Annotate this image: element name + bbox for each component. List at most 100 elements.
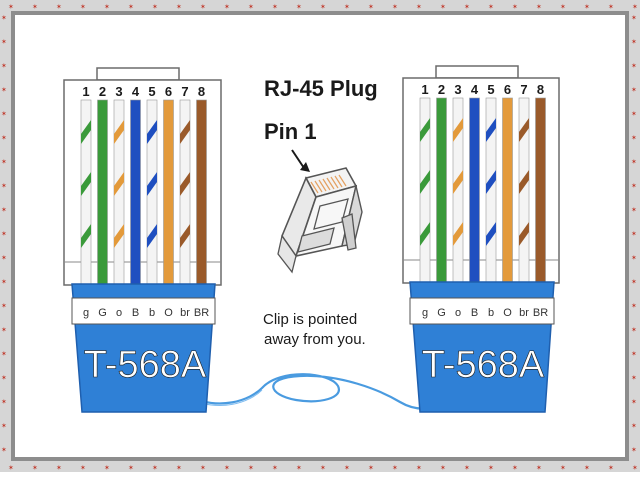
left-pin-number: 4 <box>132 84 140 99</box>
right-wire-stripe <box>420 170 430 194</box>
right-pin-number: 6 <box>504 82 511 97</box>
frame-mark: ✶ <box>128 464 134 472</box>
frame-mark: ✶ <box>1 206 7 214</box>
left-pin-number: 6 <box>165 84 172 99</box>
pin-1-label: Pin 1 <box>264 119 317 144</box>
right-wire-code: br <box>519 307 529 319</box>
left-wire-stripe <box>81 172 91 196</box>
right-wire-stripe <box>519 222 529 246</box>
frame-mark: ✶ <box>1 134 7 142</box>
right-wire-stripe <box>486 118 496 142</box>
frame-mark: ✶ <box>631 350 637 358</box>
frame-mark: ✶ <box>631 398 637 406</box>
left-pin-number: 7 <box>181 84 188 99</box>
left-code-strip <box>71 297 216 325</box>
frame-mark: ✶ <box>632 464 638 472</box>
frame-mark: ✶ <box>631 206 637 214</box>
frame-mark: ✶ <box>80 3 86 11</box>
left-wire-code: b <box>149 307 155 319</box>
frame-mark: ✶ <box>632 3 638 11</box>
right-standard-label: T-568A <box>422 344 545 386</box>
frame-mark: ✶ <box>464 464 470 472</box>
right-wire-stripe <box>453 170 463 194</box>
frame-mark: ✶ <box>128 3 134 11</box>
frame-mark: ✶ <box>1 422 7 430</box>
frame-mark: ✶ <box>608 3 614 11</box>
frame-mark: ✶ <box>560 3 566 11</box>
left-standard-label: T-568A <box>84 344 207 386</box>
right-wire-stripe <box>453 118 463 142</box>
left-wire-stripe <box>147 120 157 144</box>
frame-mark: ✶ <box>248 3 254 11</box>
frame-marks: ✶ ✶ ✶ ✶ ✶ ✶ ✶ ✶ ✶ ✶ ✶ ✶ ✶ ✶ ✶ ✶ ✶ ✶ ✶ ✶ ✶ ✶ ✶ ✶ ✶ ✶ ✶ ✶ ✶ ✶ ✶ ✶ ✶ ✶ ✶ ✶ ✶ ✶ ✶ ✶… <box>1 3 638 472</box>
frame-mark: ✶ <box>1 62 7 70</box>
left-wire-group <box>80 99 207 286</box>
frame-mark: ✶ <box>320 3 326 11</box>
right-pin-number: 5 <box>487 82 494 97</box>
left-wire-blue <box>130 99 141 286</box>
frame-mark: ✶ <box>200 3 206 11</box>
right-wire-green <box>436 97 447 284</box>
frame-mark: ✶ <box>1 374 7 382</box>
plug-window <box>313 198 349 230</box>
frame-mark: ✶ <box>416 464 422 472</box>
right-wire-stripe <box>420 118 430 142</box>
right-pin-number: 3 <box>454 82 461 97</box>
frame-mark: ✶ <box>1 302 7 310</box>
frame-mark: ✶ <box>272 464 278 472</box>
frame-mark: ✶ <box>1 326 7 334</box>
frame-mark: ✶ <box>631 374 637 382</box>
frame-mark: ✶ <box>536 464 542 472</box>
left-wire-code: o <box>116 307 122 319</box>
pin-1-arrow <box>291 149 310 172</box>
frame-mark: ✶ <box>1 14 7 22</box>
frame-mark: ✶ <box>1 230 7 238</box>
frame-mark: ✶ <box>631 14 637 22</box>
right-code-strip <box>409 297 555 325</box>
right-wire-code: BR <box>533 307 548 319</box>
right-wire-stripe <box>420 222 430 246</box>
diagram-title: RJ-45 Plug <box>264 76 378 101</box>
left-wire-green <box>97 99 108 286</box>
right-wire-group <box>419 97 546 284</box>
frame-mark: ✶ <box>176 464 182 472</box>
frame-mark: ✶ <box>440 464 446 472</box>
frame-mark: ✶ <box>631 326 637 334</box>
frame-mark: ✶ <box>176 3 182 11</box>
left-pin-number: 2 <box>99 84 106 99</box>
frame-mark: ✶ <box>488 3 494 11</box>
frame-mark: ✶ <box>560 464 566 472</box>
left-pin-number: 3 <box>115 84 122 99</box>
frame-mark: ✶ <box>32 3 38 11</box>
frame-mark: ✶ <box>344 464 350 472</box>
frame-mark: ✶ <box>1 38 7 46</box>
frame-mark: ✶ <box>8 464 14 472</box>
plug-bottom-edge <box>277 234 297 274</box>
frame-mark: ✶ <box>631 110 637 118</box>
frame-mark: ✶ <box>1 398 7 406</box>
frame-mark: ✶ <box>584 3 590 11</box>
left-wire-stripe <box>114 120 124 144</box>
left-pin-number: 1 <box>82 84 89 99</box>
frame-mark: ✶ <box>536 3 542 11</box>
left-wire-stripe <box>114 172 124 196</box>
left-wire-stripe <box>180 224 190 248</box>
frame-mark: ✶ <box>1 86 7 94</box>
frame-mark: ✶ <box>631 158 637 166</box>
right-wire-brown <box>535 97 546 284</box>
right-wire-code: O <box>503 307 512 319</box>
right-wire-stripe <box>486 222 496 246</box>
frame-mark: ✶ <box>344 3 350 11</box>
frame-mark: ✶ <box>512 3 518 11</box>
frame-mark: ✶ <box>296 3 302 11</box>
left-wire-stripe <box>147 224 157 248</box>
right-wire-stripe <box>453 222 463 246</box>
frame-mark: ✶ <box>224 3 230 11</box>
frame-mark: ✶ <box>488 464 494 472</box>
frame-mark: ✶ <box>368 3 374 11</box>
rj45-plug-illustration <box>277 167 363 274</box>
